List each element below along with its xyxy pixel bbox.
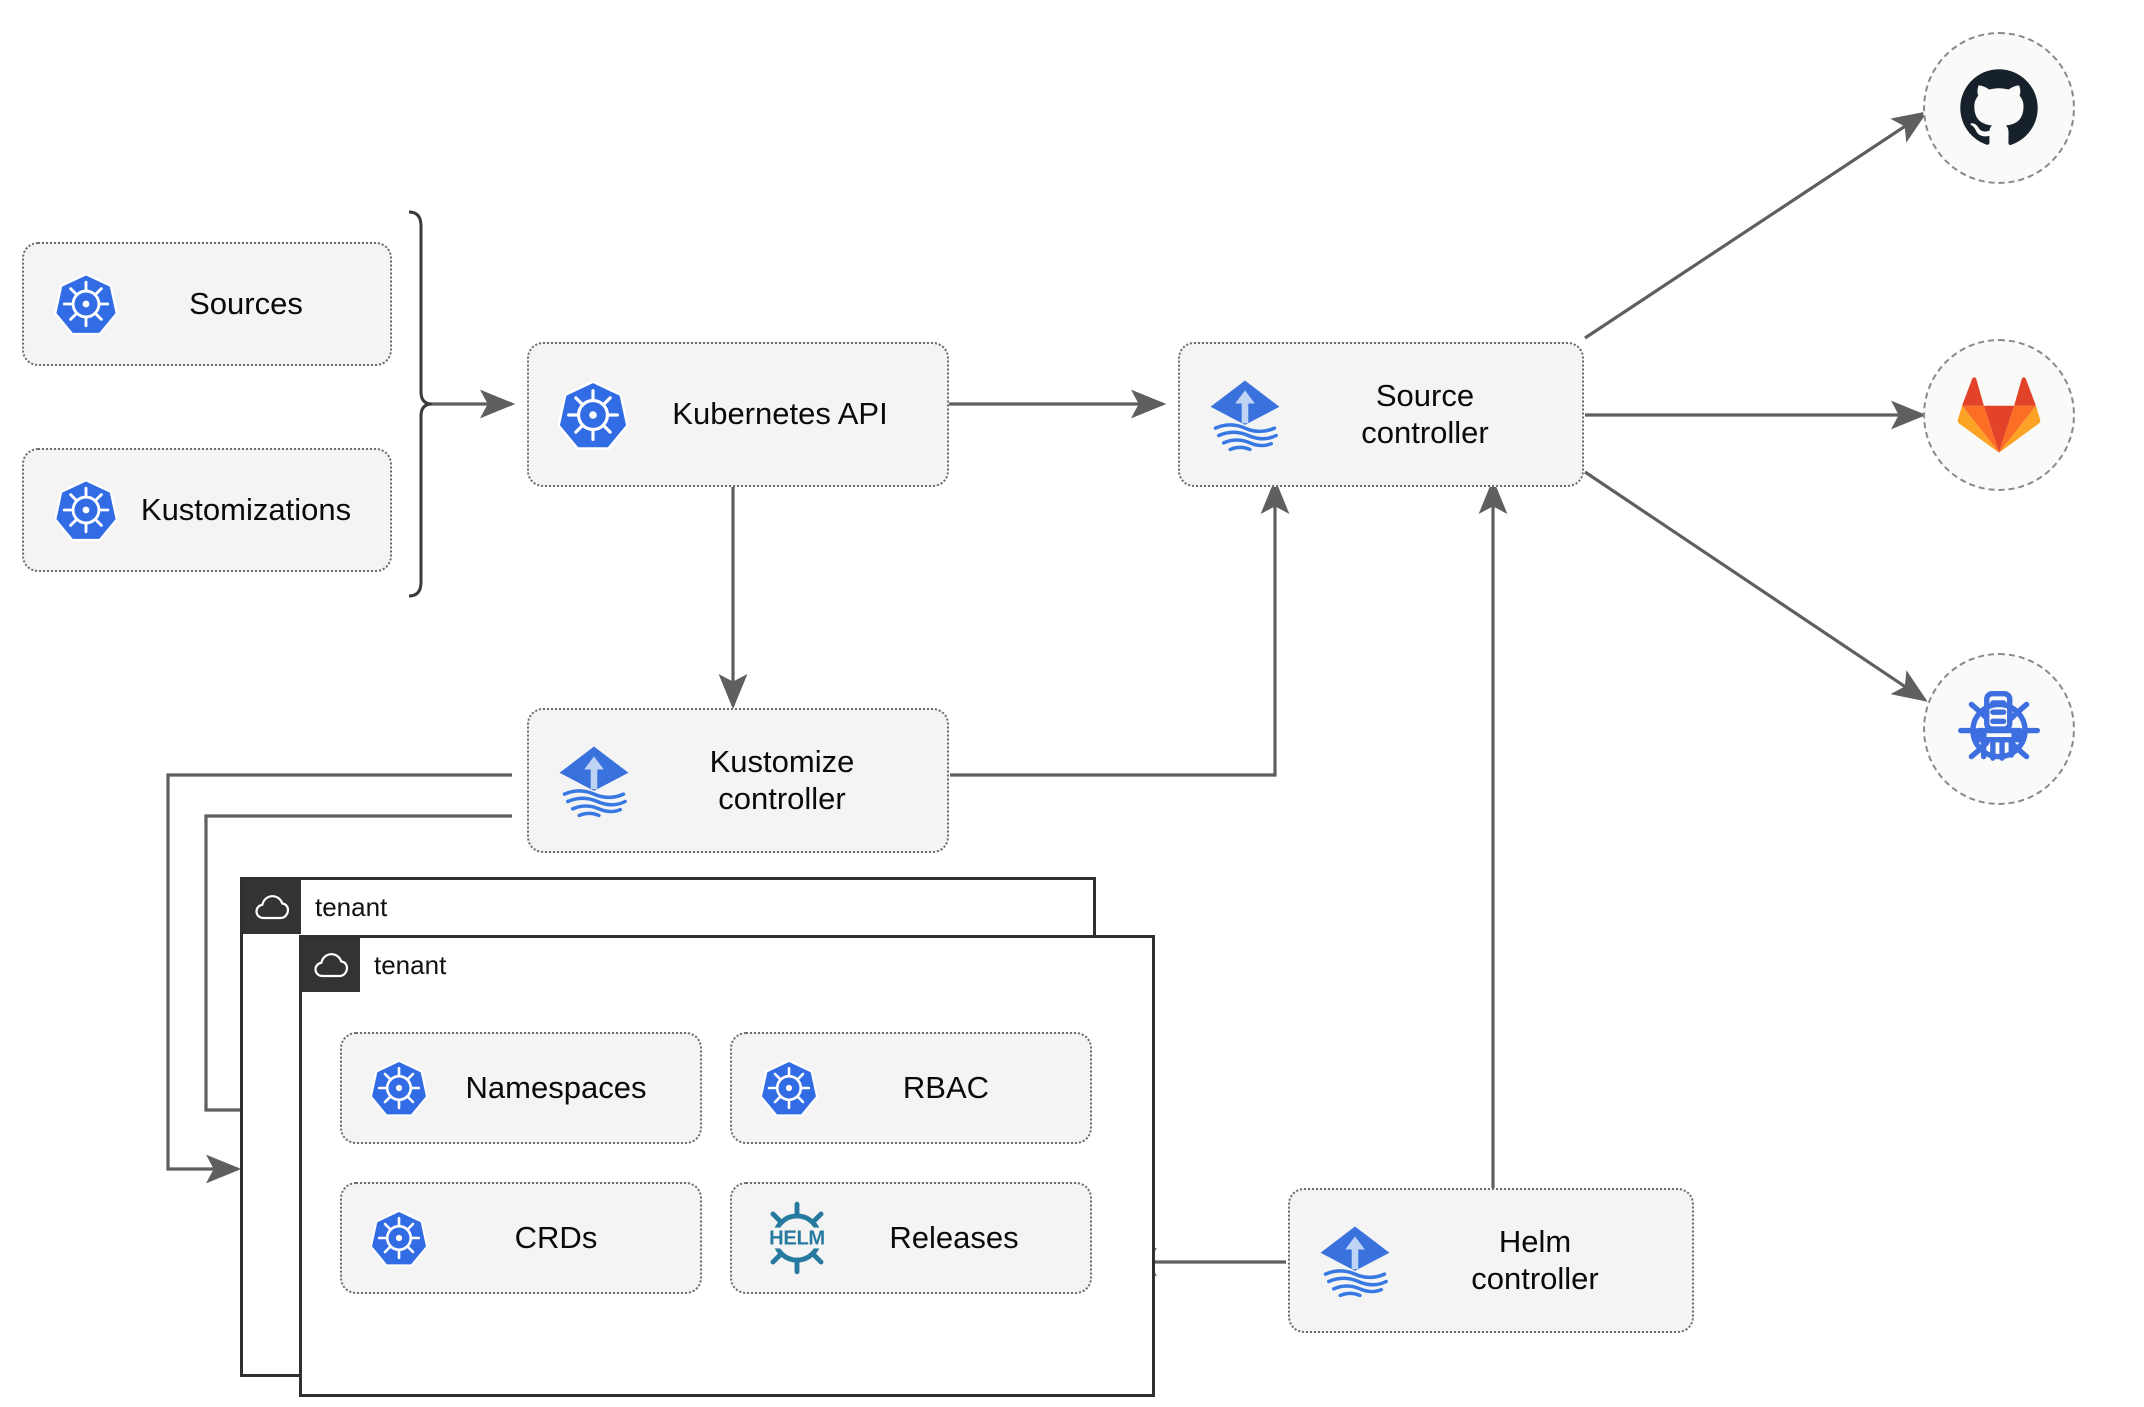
node-source-controller[interactable]: Source controller xyxy=(1178,342,1584,487)
node-label: Kustomize controller xyxy=(709,743,855,816)
node-namespaces[interactable]: Namespaces xyxy=(340,1032,702,1144)
cloud-icon xyxy=(243,880,301,934)
node-label: CRDs xyxy=(514,1219,598,1255)
node-rbac[interactable]: RBAC xyxy=(730,1032,1092,1144)
node-releases[interactable]: HELM Releases xyxy=(730,1182,1092,1294)
flux-icon xyxy=(553,740,635,822)
kubernetes-glyph xyxy=(54,272,118,336)
kubernetes-glyph xyxy=(369,1059,429,1117)
cloud-icon xyxy=(302,938,360,992)
node-label: Releases xyxy=(889,1219,1019,1255)
node-label: Kubernetes API xyxy=(672,396,888,432)
wire-kustomize-to-source xyxy=(950,478,1290,777)
tenant-label-back: tenant xyxy=(315,891,388,922)
cloud-glyph xyxy=(255,895,289,920)
flux-glyph xyxy=(559,746,629,817)
kubernetes-icon xyxy=(368,1207,430,1269)
node-kubernetes-api[interactable]: Kubernetes API xyxy=(527,342,949,487)
kubernetes-icon xyxy=(758,1057,820,1119)
cloud-glyph xyxy=(314,953,348,978)
flux-glyph xyxy=(1320,1226,1390,1297)
node-label: Source controller xyxy=(1361,377,1489,450)
node-label: Helm controller xyxy=(1471,1223,1599,1296)
tenant-label-front: tenant xyxy=(374,949,447,980)
wire-source-to-helm-registry xyxy=(1584,470,1928,702)
flux-icon xyxy=(1204,374,1286,456)
kubernetes-glyph xyxy=(369,1209,429,1267)
helm-icon: HELM xyxy=(758,1199,836,1277)
wire-kustomize-to-tenant-back xyxy=(166,773,512,1184)
gitlab-icon xyxy=(1957,377,2041,453)
helm-glyph: HELM xyxy=(760,1201,834,1275)
kubernetes-glyph xyxy=(759,1059,819,1117)
node-kustomize-controller[interactable]: Kustomize controller xyxy=(527,708,949,853)
node-label: Kustomizations xyxy=(140,491,352,527)
kubernetes-icon xyxy=(52,270,120,338)
node-sources[interactable]: Sources xyxy=(22,242,392,366)
flux-icon xyxy=(1314,1220,1396,1302)
endpoint-gitlab[interactable] xyxy=(1923,339,2075,491)
endpoint-helm-registry[interactable] xyxy=(1923,653,2075,805)
github-icon xyxy=(1960,69,2038,145)
flux-glyph xyxy=(1210,380,1280,451)
group-bracket xyxy=(408,210,433,598)
artifact-hub-icon xyxy=(1957,691,2041,761)
node-kustomizations[interactable]: Kustomizations xyxy=(22,448,392,572)
node-helm-controller[interactable]: Helm controller xyxy=(1288,1188,1694,1333)
kubernetes-glyph xyxy=(557,379,629,450)
kubernetes-icon xyxy=(368,1057,430,1119)
node-label: Namespaces xyxy=(465,1069,647,1105)
kubernetes-icon xyxy=(555,377,631,453)
endpoint-github[interactable] xyxy=(1923,32,2075,184)
node-crds[interactable]: CRDs xyxy=(340,1182,702,1294)
svg-text:HELM: HELM xyxy=(769,1228,825,1250)
wire-source-to-github xyxy=(1584,111,1928,340)
kubernetes-glyph xyxy=(54,478,118,542)
node-label: RBAC xyxy=(902,1069,990,1105)
tenant-frame-front: tenant xyxy=(299,935,1155,1397)
kubernetes-icon xyxy=(52,476,120,544)
node-label: Sources xyxy=(189,285,303,321)
